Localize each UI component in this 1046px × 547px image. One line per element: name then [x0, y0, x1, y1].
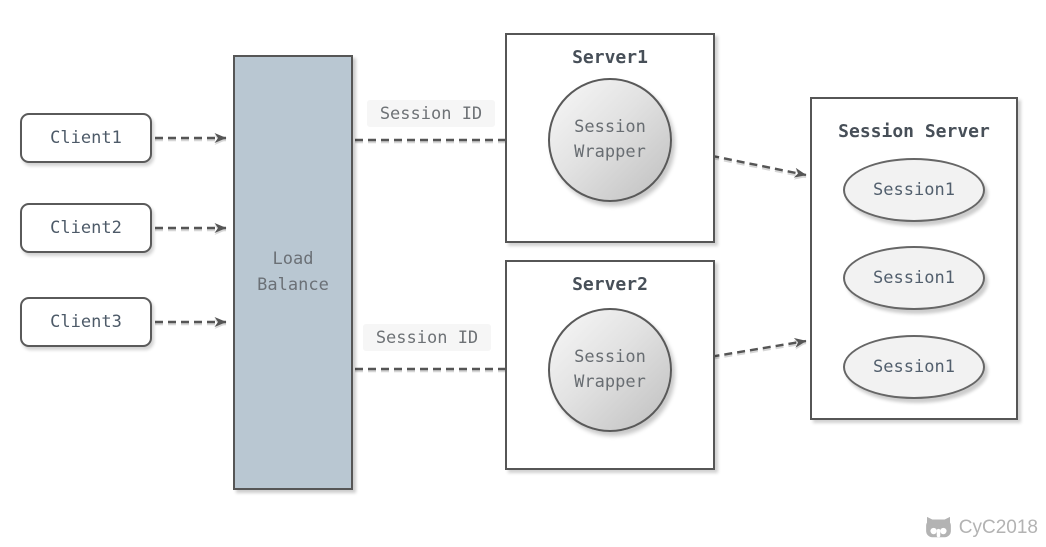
session-server-title: Session Server: [838, 121, 990, 142]
session-ellipse-1: Session1: [843, 158, 985, 222]
server2-session-wrapper-label: Session Wrapper: [574, 347, 646, 392]
session2-label: Session1: [873, 268, 955, 288]
session1-label: Session1: [873, 180, 955, 200]
session-ellipse-3: Session1: [843, 335, 985, 399]
client3-box: Client3: [20, 297, 152, 347]
server2-title: Server2: [572, 274, 648, 295]
server2-session-wrapper-node: Session Wrapper: [548, 308, 672, 432]
session3-label: Session1: [873, 357, 955, 377]
session-ellipse-2: Session1: [843, 246, 985, 310]
server1-title: Server1: [572, 47, 648, 68]
client1-label: Client1: [50, 128, 122, 148]
client2-box: Client2: [20, 203, 152, 253]
client2-label: Client2: [50, 218, 122, 238]
server1-session-wrapper-node: Session Wrapper: [548, 78, 672, 202]
session-id-text-top: Session ID: [379, 103, 483, 124]
session-id-label-top: Session ID: [367, 100, 495, 127]
load-balancer-label: Load Balance: [257, 249, 329, 295]
watermark-text: CyC2018: [958, 516, 1038, 538]
server2-box: Server2: [505, 260, 715, 470]
client1-box: Client1: [20, 113, 152, 163]
client3-label: Client3: [50, 312, 122, 332]
session-id-label-bottom: Session ID: [363, 324, 491, 351]
load-balancer-box: Load Balance: [233, 55, 353, 490]
github-cat-icon: [925, 516, 951, 538]
session-id-text-bottom: Session ID: [375, 327, 479, 348]
server1-session-wrapper-label: Session Wrapper: [574, 117, 646, 162]
watermark: CyC2018: [924, 516, 1038, 539]
